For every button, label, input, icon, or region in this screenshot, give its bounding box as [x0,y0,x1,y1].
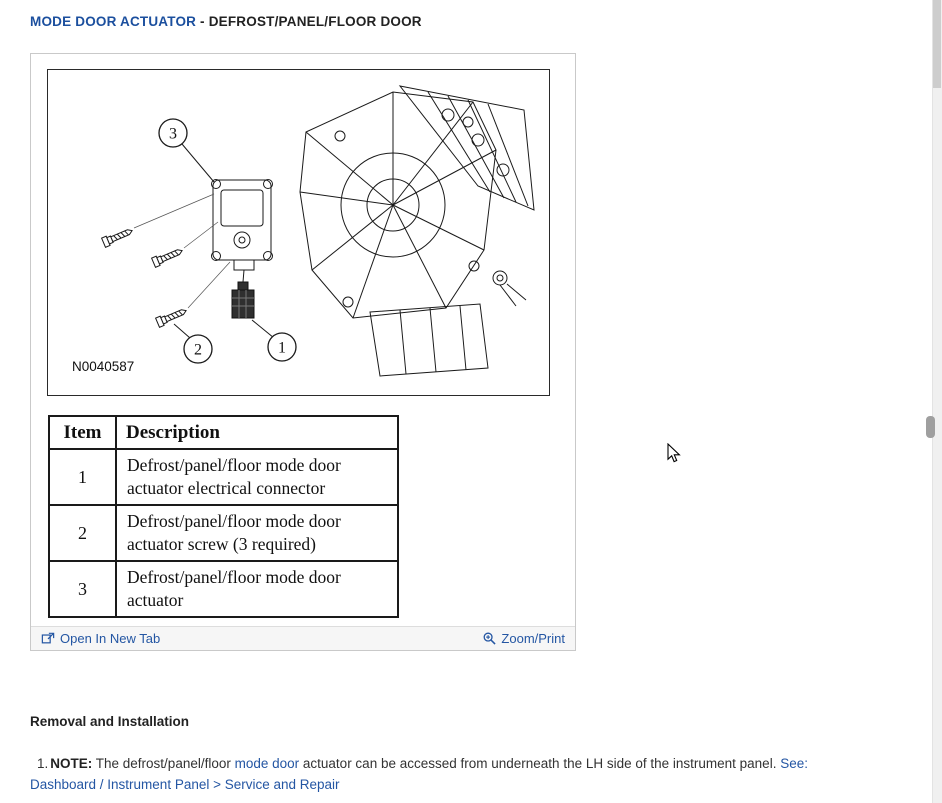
electrical-connector [231,281,255,319]
item-number: 1 [48,448,117,506]
note-number: 1. [37,756,49,771]
section-heading: Removal and Installation [30,714,190,729]
note-paragraph: 1.NOTE: The defrost/panel/floor mode doo… [30,753,860,795]
item-number: 2 [48,504,117,562]
item-number: 3 [48,560,117,618]
diagram-image: 3 2 1 N0040587 [47,69,550,396]
magnifier-plus-icon [483,632,497,645]
item-description: Defrost/panel/floor mode door actuator s… [115,504,399,562]
screw-icon [151,245,185,268]
see-dashboard-service-repair-link[interactable]: See: Dashboard / Instrument Panel > Serv… [30,756,808,792]
image-number-label: N0040587 [72,359,134,374]
page-title-secondary: - DEFROST/PANEL/FLOOR DOOR [196,14,422,29]
open-in-new-tab-link[interactable]: Open In New Tab [41,631,160,646]
callout-circle-1 [267,332,297,362]
open-in-new-tab-label: Open In New Tab [60,631,161,646]
figure-toolbar: Open In New Tab Zoom/Print [31,626,575,650]
table-row: 1 Defrost/panel/floor mode door actuator… [48,448,399,506]
callout-label-2: 2 [194,342,202,359]
description-column-header: Description [115,415,399,450]
note-text-2: actuator can be accessed from underneath… [299,756,781,771]
note-label: NOTE: [50,756,93,771]
item-description: Defrost/panel/floor mode door actuator e… [115,448,399,506]
zoom-print-label: Zoom/Print [501,631,565,646]
mouse-cursor-icon [667,442,682,469]
table-row: 2 Defrost/panel/floor mode door actuator… [48,504,399,562]
scrollbar-thumb[interactable] [933,0,941,88]
screw-icon [155,305,189,328]
page-title: MODE DOOR ACTUATOR - DEFROST/PANEL/FLOOR… [30,14,422,29]
callout-circle-3 [158,118,188,148]
parts-table: Item Description 1 Defrost/panel/floor m… [48,415,399,618]
table-row: 3 Defrost/panel/floor mode door actuator [48,560,399,618]
inner-scrollbar-thumb[interactable] [926,416,935,438]
open-in-new-tab-icon [41,632,55,645]
page-scrollbar[interactable] [932,0,942,803]
callout-label-1: 1 [278,340,286,357]
mode-door-actuator-diagram: 3 2 1 N0040587 [72,85,535,377]
screw-icon [101,225,135,248]
page-title-primary: MODE DOOR ACTUATOR [30,14,197,29]
table-header-row: Item Description [48,415,399,450]
item-column-header: Item [48,415,117,450]
callout-label-3: 3 [169,126,177,143]
callout-circle-2 [183,334,213,364]
note-text-1: The defrost/panel/floor [92,756,235,771]
mode-door-link[interactable]: mode door [234,756,300,771]
zoom-print-link[interactable]: Zoom/Print [483,631,565,646]
item-description: Defrost/panel/floor mode door actuator [115,560,399,618]
figure-panel: 3 2 1 N0040587 Item Description 1 Defros… [30,53,576,651]
